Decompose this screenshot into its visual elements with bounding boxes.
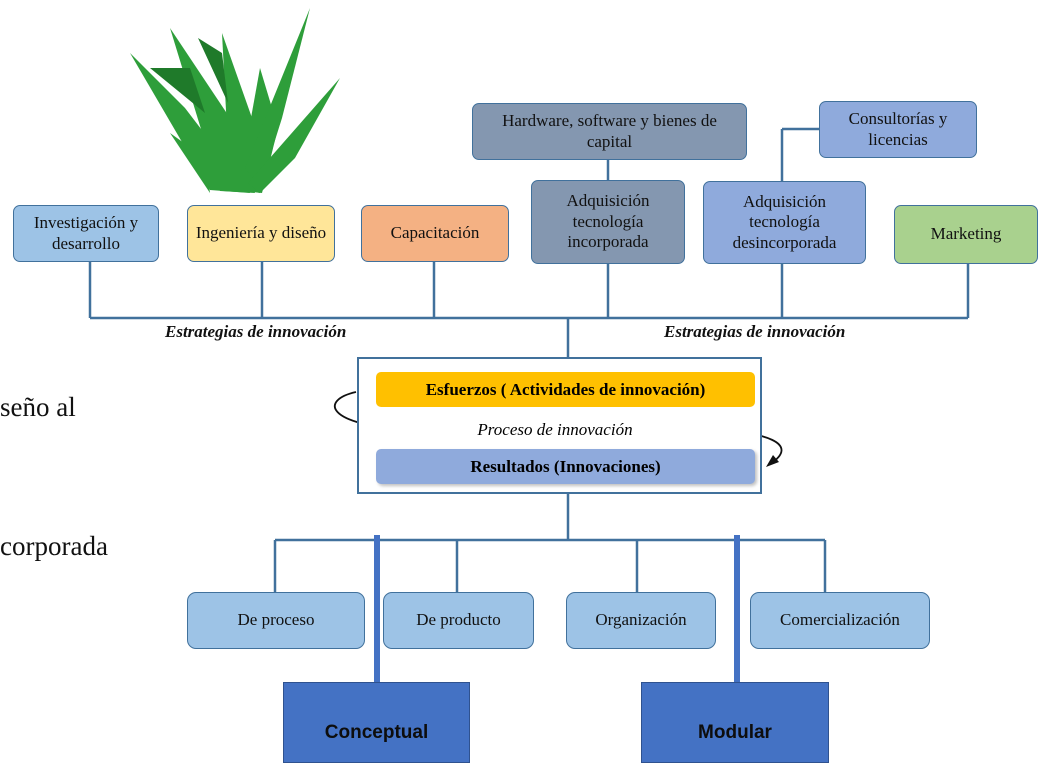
capacitacion-box: Capacitación xyxy=(361,205,509,262)
strategy-label-right: Estrategias de innovación xyxy=(664,322,846,341)
ingenieria-box: Ingeniería y diseño xyxy=(187,205,335,262)
modular-box: Modular xyxy=(641,682,829,763)
outcome-comercializacion-box: Comercialización xyxy=(750,592,930,649)
adquisicion-desincorporada-box: Adquisición tecnología desincorporada xyxy=(703,181,866,264)
efforts-bar: Esfuerzos ( Actividades de innovación) xyxy=(376,372,755,407)
results-bar: Resultados (Innovaciones) xyxy=(376,449,755,484)
conceptual-box: Conceptual xyxy=(283,682,470,763)
side-text-line-1: seño al xyxy=(0,392,76,422)
side-text-line-2: corporada xyxy=(0,531,108,561)
consultorias-box: Consultorías y licencias xyxy=(819,101,977,158)
process-label: Proceso de innovación xyxy=(477,420,633,439)
strategy-label-left: Estrategias de innovación xyxy=(165,322,347,341)
adquisicion-incorporada-box: Adquisición tecnología incorporada xyxy=(531,180,685,264)
outcome-proceso-box: De proceso xyxy=(187,592,365,649)
hardware-box: Hardware, software y bienes de capital xyxy=(472,103,747,160)
agave-logo xyxy=(130,8,340,193)
investigacion-box: Investigación y desarrollo xyxy=(13,205,159,262)
marketing-box: Marketing xyxy=(894,205,1038,264)
outcome-producto-box: De producto xyxy=(383,592,534,649)
outcome-organizacion-box: Organización xyxy=(566,592,716,649)
